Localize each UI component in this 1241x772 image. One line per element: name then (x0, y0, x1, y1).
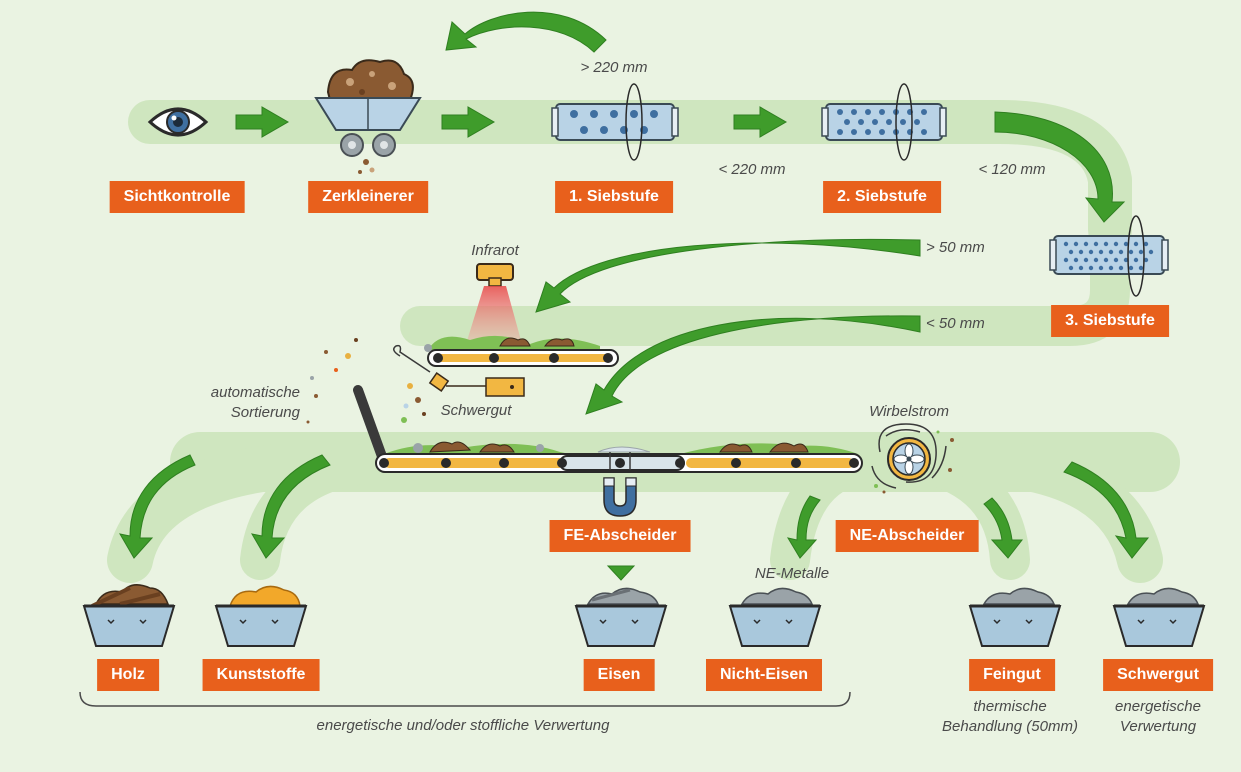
arrow-down-fe (606, 565, 636, 581)
container-kunststoffe (214, 585, 308, 647)
note-automatische-line-1: automatische (210, 384, 300, 401)
arrow-to-feingut (983, 497, 1024, 559)
label-holz: Holz (97, 659, 159, 691)
label-siebstufe-2: 2. Siebstufe (823, 181, 941, 213)
label-siebstufe-1: 1. Siebstufe (555, 181, 673, 213)
note-gt50: > 50 mm (926, 239, 985, 256)
label-zerkleinerer: Zerkleinerer (308, 181, 428, 213)
note-thermische-line-1: thermische (973, 698, 1047, 715)
screen-drum-2 (821, 83, 947, 161)
sorted-particles (306, 338, 426, 424)
eye-icon (147, 107, 209, 137)
note-ne-metalle: NE-Metalle (754, 565, 830, 582)
note-schwergut-ir: Schwergut (440, 402, 512, 419)
note-thermische-behandlung: thermische Behandlung (50mm) (942, 697, 1078, 737)
note-infrarot: Infrarot (471, 242, 519, 259)
arrow-gt50 (535, 238, 921, 313)
arrow-lt50 (585, 315, 921, 415)
note-energetische-verwertung: energetische Verwertung (1115, 697, 1201, 737)
screen-drum-1 (551, 83, 679, 161)
label-schwergut: Schwergut (1103, 659, 1213, 691)
container-holz (82, 584, 176, 647)
note-thermische-line-2: Behandlung (50mm) (942, 718, 1078, 735)
container-nicht-eisen (728, 587, 822, 647)
arrow-to-kunststoffe (251, 454, 331, 559)
note-gt220: > 220 mm (580, 59, 648, 76)
magnet-icon (603, 477, 637, 517)
arrow-down-siebstufe3 (994, 111, 1126, 223)
arrow-right-1 (235, 106, 290, 138)
flow-arrows (119, 11, 1150, 581)
note-lt220: < 220 mm (718, 161, 786, 178)
arrow-to-schwergut (1063, 461, 1150, 559)
label-sichtkontrolle: Sichtkontrolle (109, 181, 245, 213)
note-energetische-line-1: energetische (1115, 698, 1201, 715)
label-nicht-eisen: Nicht-Eisen (705, 659, 823, 691)
eddy-current-icon (871, 423, 954, 494)
infrared-sorter (306, 263, 619, 424)
group-bracket (79, 691, 851, 707)
arrow-to-nicht-eisen (786, 495, 821, 559)
container-schwergut (1112, 587, 1206, 647)
label-fe-abscheider: FE-Abscheider (549, 520, 691, 552)
arrow-right-3 (733, 106, 788, 138)
label-eisen: Eisen (583, 659, 655, 691)
note-lt50: < 50 mm (926, 315, 985, 332)
screen-drum-3 (1049, 215, 1169, 297)
container-eisen (574, 587, 668, 647)
note-energetisch-stofflich: energetische und/oder stoffliche Verwert… (316, 717, 610, 734)
note-energetische-line-2: Verwertung (1119, 718, 1197, 735)
arrow-return-oversize (445, 11, 607, 53)
container-feingut (968, 587, 1062, 647)
label-feingut: Feingut (969, 659, 1055, 691)
label-ne-abscheider: NE-Abscheider (835, 520, 979, 552)
arrow-to-holz (119, 454, 196, 559)
note-automatische-sortierung: automatische Sortierung (211, 383, 300, 423)
flow-band-return (400, 230, 1130, 346)
note-lt120: < 120 mm (978, 161, 1046, 178)
note-wirbelstrom: Wirbelstrom (869, 403, 949, 420)
main-conveyor (353, 385, 863, 473)
arrow-right-2 (441, 106, 496, 138)
label-siebstufe-3: 3. Siebstufe (1051, 305, 1169, 337)
note-automatische-line-2: Sortierung (230, 404, 300, 421)
label-kunststoffe: Kunststoffe (202, 659, 320, 691)
shredder-icon (314, 59, 422, 174)
